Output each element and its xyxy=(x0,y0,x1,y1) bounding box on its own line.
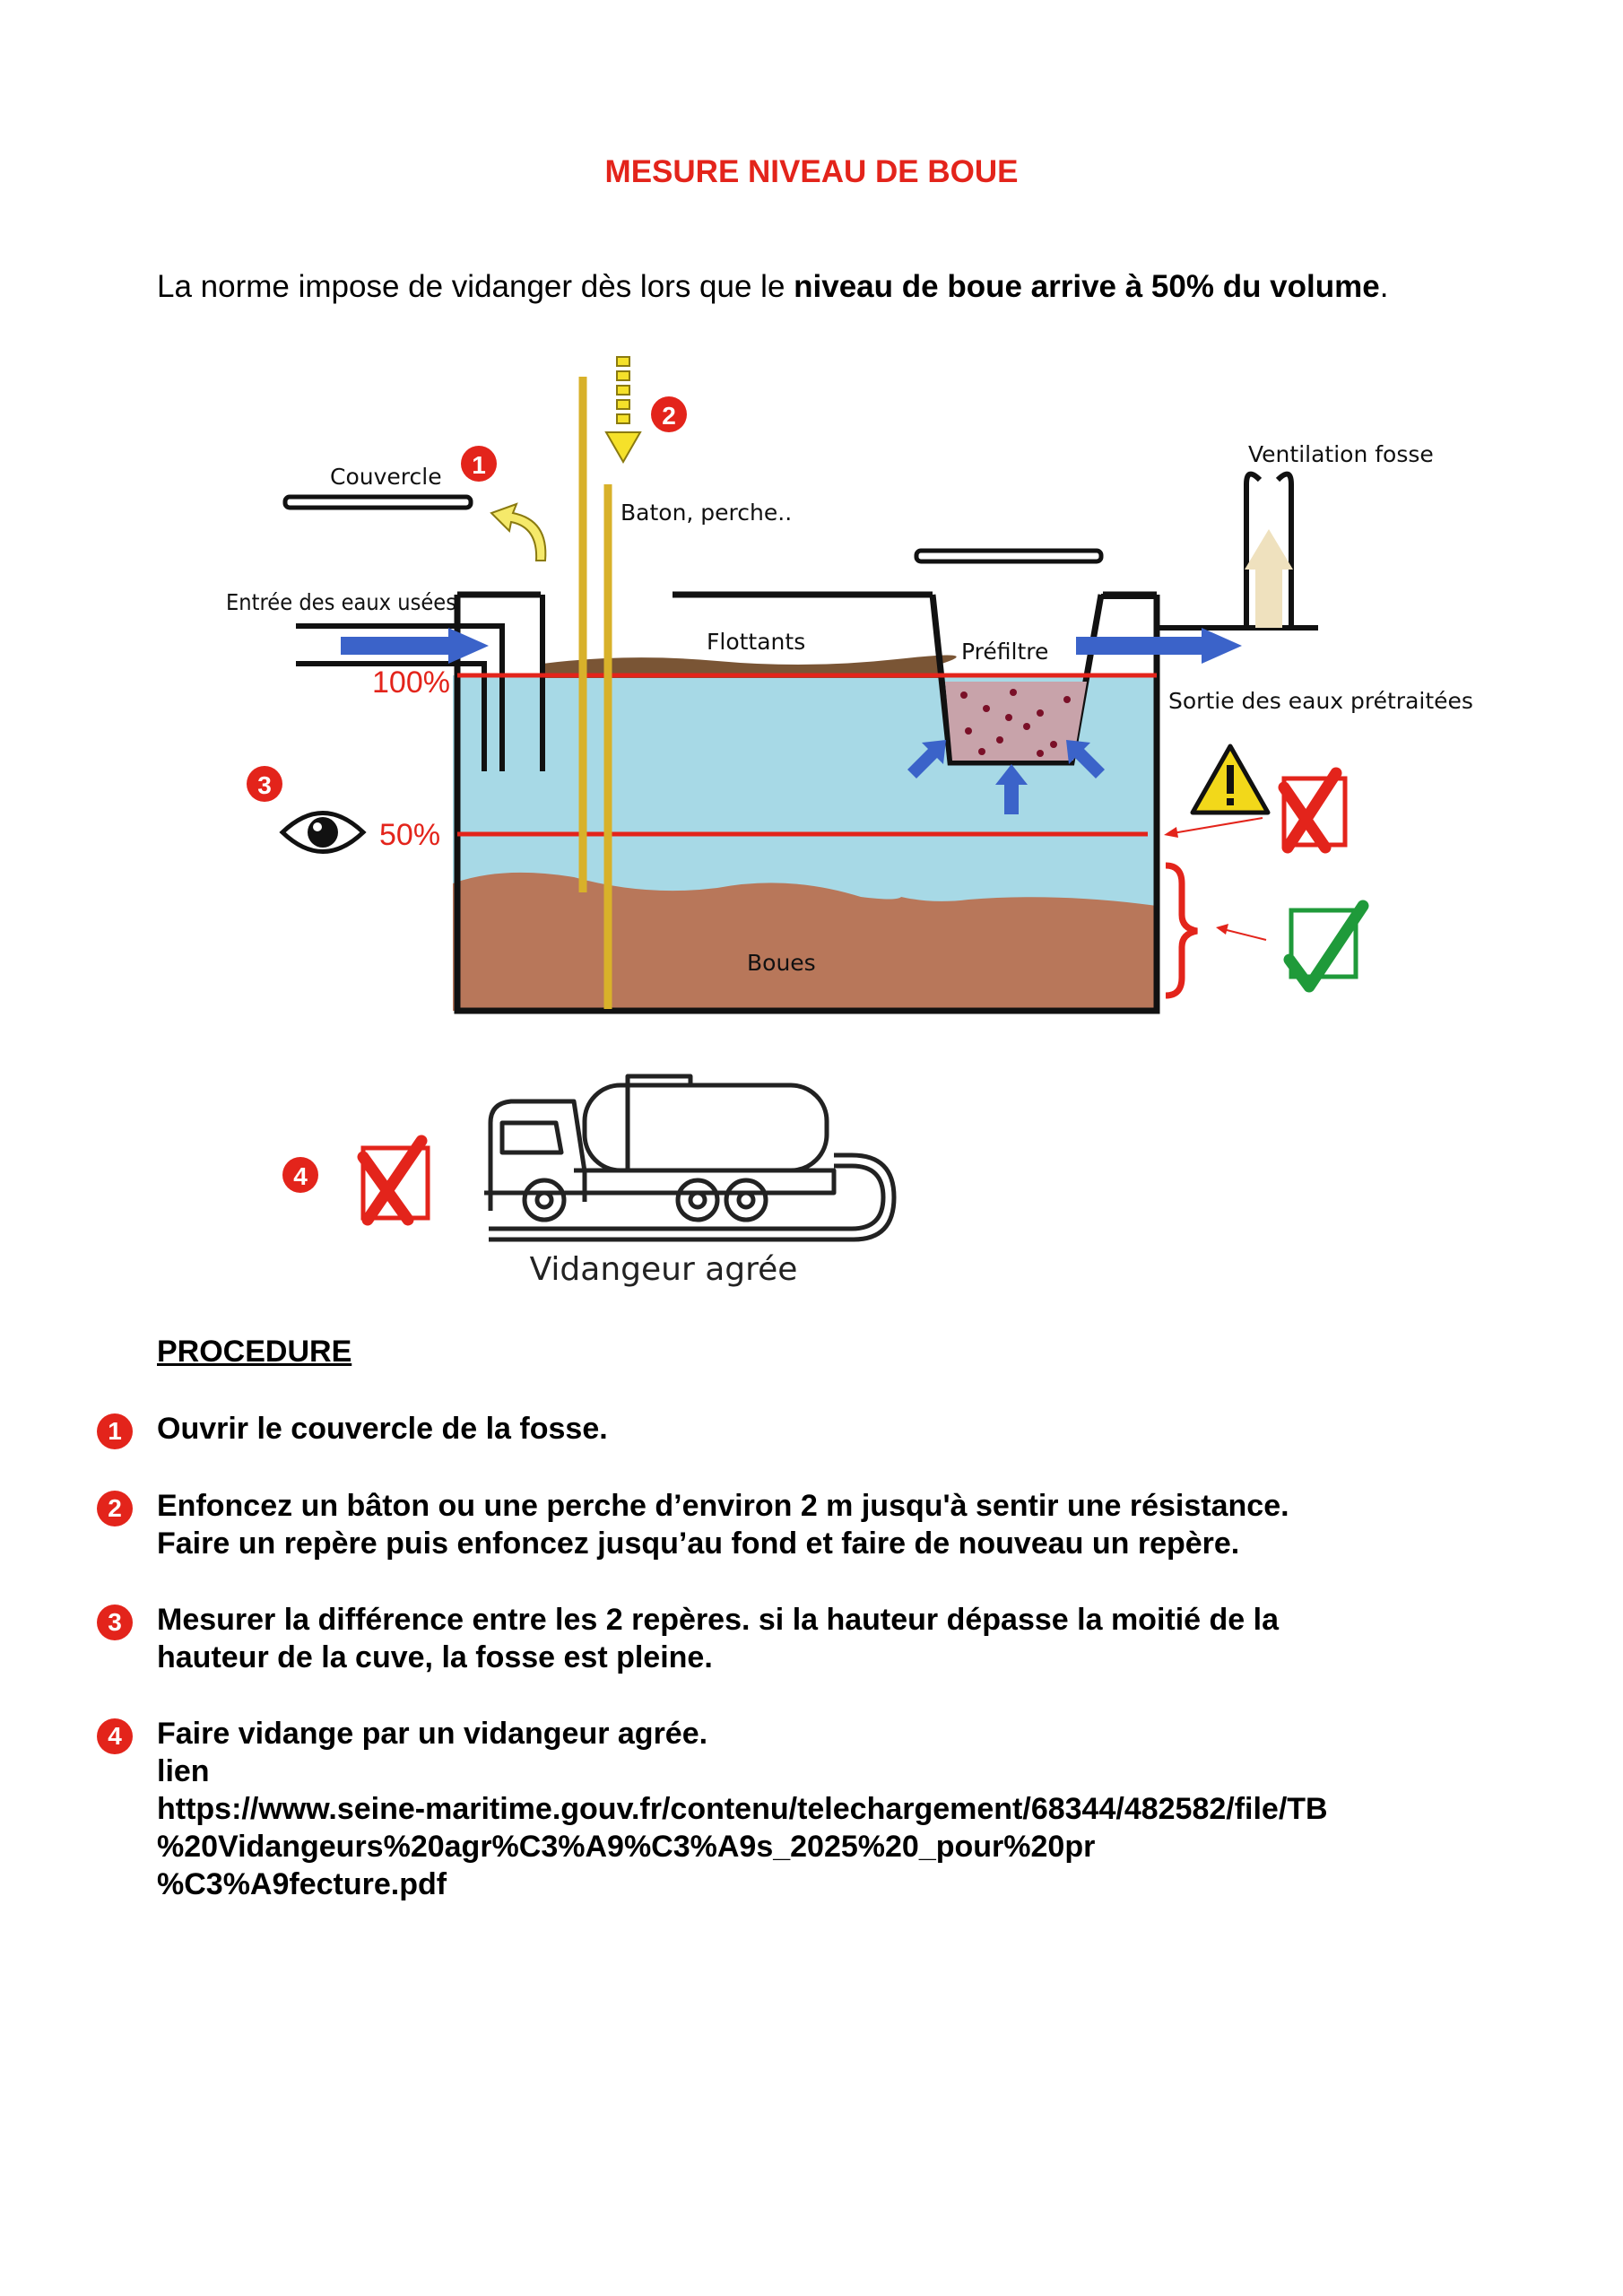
step-number-badge: 1 xyxy=(97,1413,133,1449)
intro-paragraph: La norme impose de vidanger dès lors que… xyxy=(157,269,1388,305)
step-line: Faire vidange par un vidangeur agrée. xyxy=(157,1717,708,1751)
cover-lid xyxy=(282,494,473,510)
step-line: Mesurer la différence entre les 2 repère… xyxy=(157,1603,1279,1637)
ventilation-arrow xyxy=(1245,529,1293,628)
sludge-brace xyxy=(1165,862,1198,999)
push-down-arrow xyxy=(604,356,642,465)
green-check-icon xyxy=(1283,900,1369,993)
label-sortie: Sortie des eaux prétraitées xyxy=(1168,688,1473,714)
truck-icon xyxy=(484,1074,897,1242)
up-arrow-center xyxy=(995,764,1028,814)
up-arrow-left xyxy=(907,740,946,778)
link-line[interactable]: %20Vidangeurs%20agr%C3%A9%C3%A9s_2025%20… xyxy=(157,1830,1096,1864)
label-prefiltre: Préfiltre xyxy=(961,639,1048,665)
marker-3: 3 xyxy=(247,766,282,802)
svg-text:2: 2 xyxy=(662,402,676,430)
link-line[interactable]: %C3%A9fecture.pdf xyxy=(157,1867,447,1901)
step-number-badge: 4 xyxy=(97,1718,133,1754)
step-number-badge: 3 xyxy=(97,1605,133,1640)
intro-prefix: La norme impose de vidanger dès lors que… xyxy=(157,269,794,304)
inlet-pipe xyxy=(296,595,545,771)
outlet-pipe xyxy=(1101,594,1318,631)
prefilter-media xyxy=(945,682,1087,761)
outlet-arrow xyxy=(1076,628,1242,664)
label-ventilation: Ventilation fosse xyxy=(1248,441,1434,467)
label-boues: Boues xyxy=(747,950,816,976)
step-line: Enfoncez un bâton ou une perche d’enviro… xyxy=(157,1489,1289,1523)
svg-text:4: 4 xyxy=(293,1162,308,1190)
ventilation-pipe xyxy=(1244,471,1294,628)
step-number-badge: 2 xyxy=(97,1491,133,1526)
label-entree: Entrée des eaux usées xyxy=(226,589,456,615)
septic-tank-diagram: 1 2 3 4 Couvercle Baton, perche.. Ventil… xyxy=(226,356,1473,1242)
procedure-title: PROCEDURE xyxy=(157,1335,352,1369)
step-line: Faire un repère puis enfoncez jusqu’au f… xyxy=(157,1526,1240,1561)
tank-wall xyxy=(454,595,1160,1014)
label-flottants: Flottants xyxy=(707,629,805,655)
svg-text:1: 1 xyxy=(472,451,486,479)
step-line: Ouvrir le couvercle de la fosse. xyxy=(157,1412,608,1446)
pointer-arrow-lower xyxy=(1219,927,1267,941)
intro-suffix: . xyxy=(1379,269,1389,304)
red-cross-icon-truck xyxy=(357,1135,430,1226)
red-cross-icon xyxy=(1278,767,1348,854)
marker-4: 4 xyxy=(282,1157,318,1193)
prefilter-lid xyxy=(914,548,1104,564)
intro-bold: niveau de boue arrive à 50% du volume xyxy=(794,269,1380,304)
label-baton: Baton, perche.. xyxy=(621,500,792,526)
lift-arrow xyxy=(490,502,547,561)
up-arrow-right xyxy=(1066,740,1105,778)
pointer-arrowhead-lower xyxy=(1216,924,1228,935)
label-100: 100% xyxy=(372,665,450,700)
label-50: 50% xyxy=(379,818,440,852)
step-line: hauteur de la cuve, la fosse est pleine. xyxy=(157,1640,713,1674)
link-line[interactable]: https://www.seine-maritime.gouv.fr/conte… xyxy=(157,1792,1328,1826)
pointer-arrowhead-upper xyxy=(1164,827,1178,838)
svg-text:3: 3 xyxy=(257,771,272,799)
eye-icon xyxy=(279,811,367,854)
truck-caption: Vidangeur agrée xyxy=(529,1251,798,1288)
warning-icon xyxy=(1190,744,1271,815)
sludge-layer xyxy=(453,872,1157,1011)
prefilter-dots xyxy=(960,689,1071,757)
marker-2: 2 xyxy=(651,396,687,432)
page-title: MESURE NIVEAU DE BOUE xyxy=(604,154,1019,189)
inlet-arrow xyxy=(341,628,489,664)
floating-layer xyxy=(542,655,957,678)
pointer-arrow-upper xyxy=(1167,817,1263,835)
step-line: lien xyxy=(157,1754,210,1788)
marker-1: 1 xyxy=(461,446,497,482)
label-couvercle: Couvercle xyxy=(330,464,442,490)
prefilter-basket xyxy=(929,594,1105,766)
